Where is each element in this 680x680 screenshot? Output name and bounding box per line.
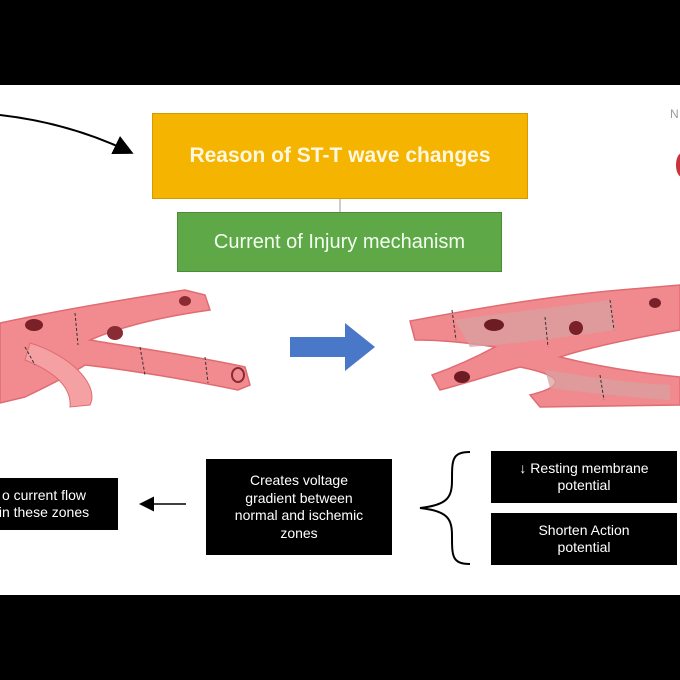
voltage-gradient-line2: gradient between: [245, 489, 353, 506]
current-flow-line1: o current flow: [1, 486, 87, 503]
action-potential-line2: potential: [557, 539, 611, 555]
title-box: Reason of ST-T wave changes: [152, 113, 528, 199]
transition-arrow: [290, 323, 375, 371]
action-potential-box: Shorten Action potential: [491, 513, 677, 565]
normal-myocyte-cluster: [0, 289, 251, 408]
ischemic-myocyte-cluster: [409, 284, 680, 408]
partial-cell-mark: [676, 153, 680, 177]
voltage-gradient-line4: zones: [280, 524, 318, 541]
resting-membrane-line1: ↓ Resting membrane: [519, 459, 649, 476]
corner-label: N: [670, 107, 679, 121]
voltage-gradient-box: Creates voltage gradient between normal …: [206, 459, 392, 555]
mechanism-text: Current of Injury mechanism: [213, 230, 466, 253]
slide-canvas: N Reason of ST-T wave changes Current of…: [0, 85, 680, 595]
mechanism-box: Current of Injury mechanism: [177, 212, 502, 272]
voltage-gradient-line3: normal and ischemic: [234, 507, 364, 523]
title-text: Reason of ST-T wave changes: [189, 144, 491, 167]
current-flow-box: o current flow in these zones: [0, 478, 118, 530]
current-flow-line2: in these zones: [0, 504, 90, 520]
curly-brace: [419, 451, 471, 565]
diagram-graphics: [0, 114, 680, 565]
action-potential-line1: Shorten Action: [538, 521, 630, 538]
curved-pointer-arrow: [0, 114, 134, 155]
resting-membrane-line2: potential: [557, 477, 611, 493]
voltage-gradient-line1: Creates voltage: [249, 472, 349, 488]
resting-membrane-box: ↓ Resting membrane potential: [491, 451, 677, 503]
